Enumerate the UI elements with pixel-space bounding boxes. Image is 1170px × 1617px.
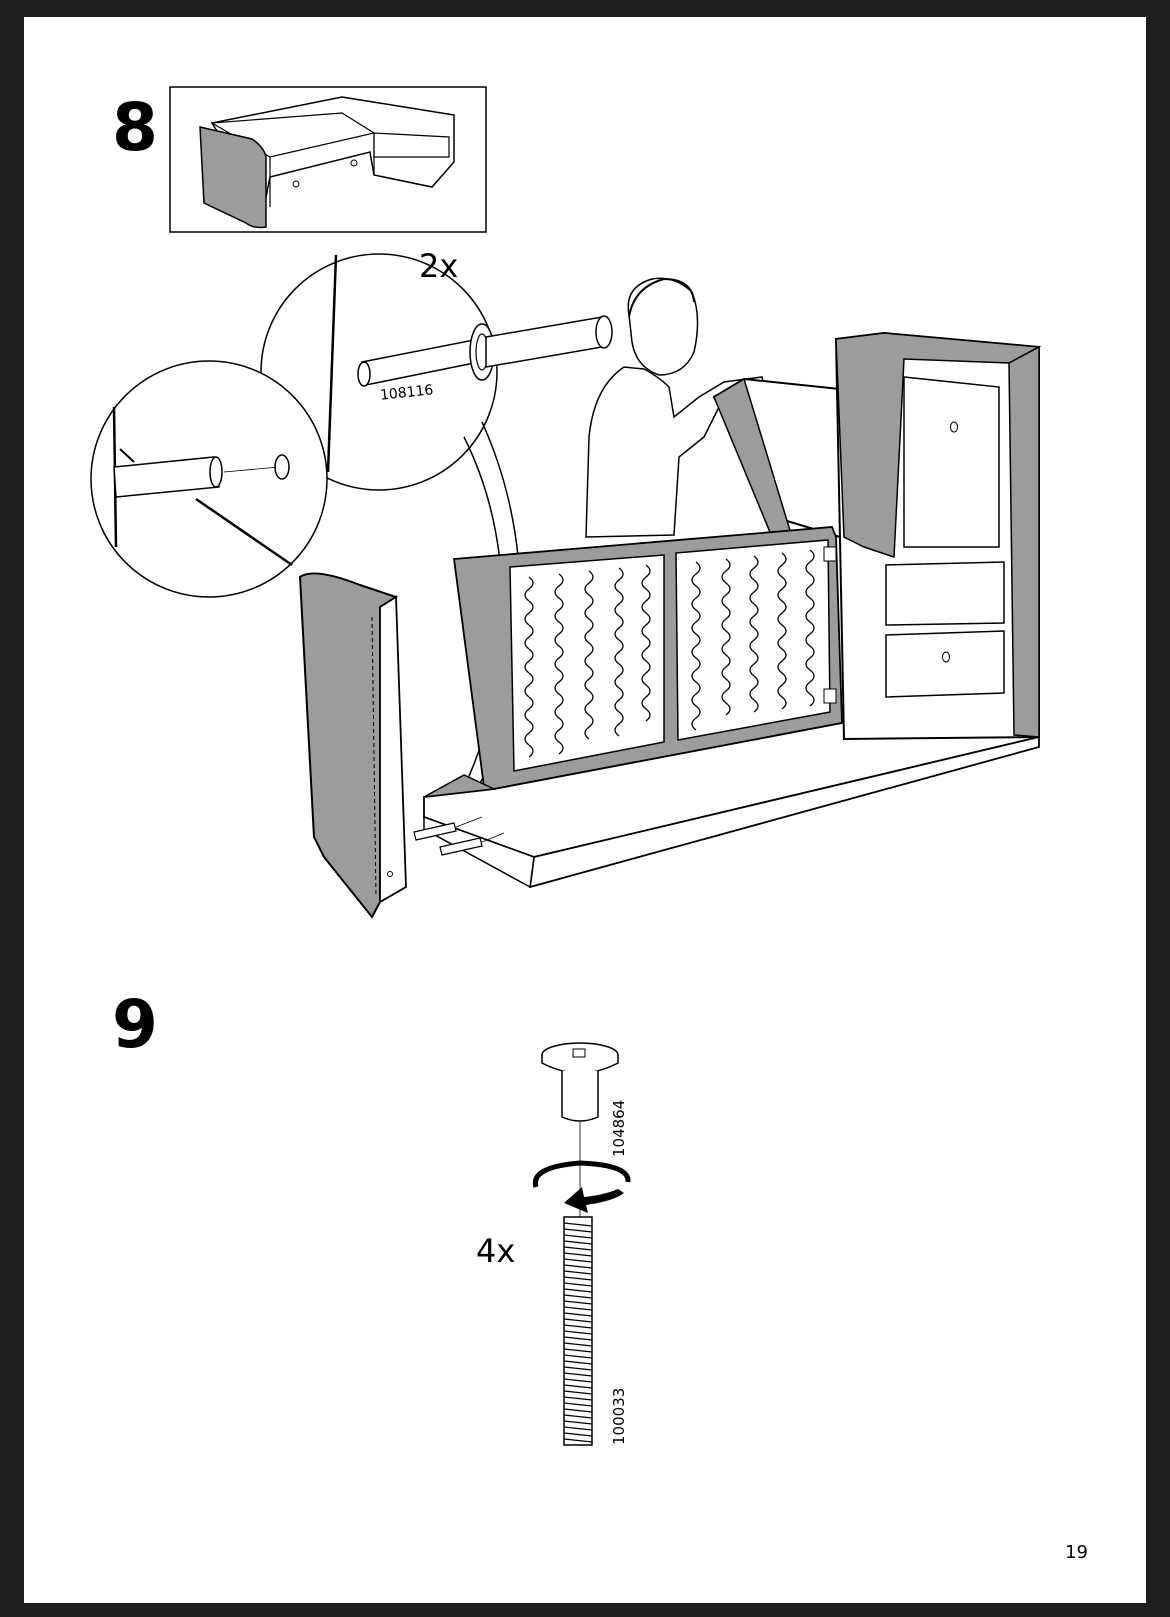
step-8-quantity: 2x [419,247,459,285]
step8-illustration [90,86,1042,1446]
bolt-part-number: 104864 [610,1099,628,1157]
step-8-number: 8 [112,89,158,166]
dowel-pins [413,816,505,856]
step-9-number: 9 [112,986,158,1063]
armrest-panel [298,572,407,919]
instruction-page: 8 2x 108116 9 4x 104864 100033 19 [24,17,1146,1603]
step9-illustration [532,1042,631,1446]
step-9-quantity: 4x [476,1232,516,1270]
hole-detail-circle [90,360,328,598]
corner-unit [834,331,1042,741]
sofa-overview-thumbnail [169,86,487,233]
person-figure [585,277,765,538]
dowel-detail-circle [260,253,613,491]
page-number: 19 [1065,1542,1088,1563]
threaded-rod-part-number: 100033 [610,1387,628,1445]
seat-frame [423,526,1040,889]
